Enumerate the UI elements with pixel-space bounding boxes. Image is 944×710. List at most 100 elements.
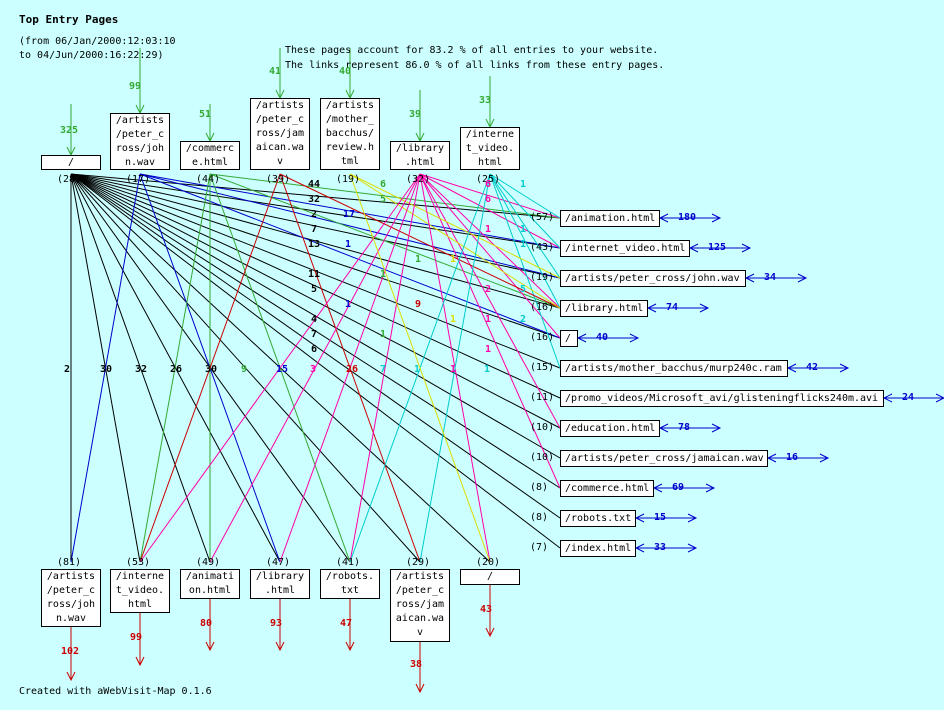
- right-page-box[interactable]: /animation.html: [560, 210, 660, 227]
- arrow-head: [744, 273, 755, 283]
- bottom-page-box[interactable]: /animati on.html: [180, 569, 240, 599]
- arrow-head: [711, 423, 722, 433]
- arrow-head: [711, 213, 722, 223]
- arrow-head: [415, 683, 425, 694]
- link-weight-label: 32: [308, 194, 321, 205]
- bottom-page-exits: 99: [130, 632, 143, 643]
- arrow-head: [882, 393, 893, 403]
- entry-page-box[interactable]: /interne t_video. html: [460, 127, 520, 170]
- entry-hit-count: (39): [266, 174, 291, 185]
- entry-page-box[interactable]: /: [41, 155, 101, 170]
- entry-count: 33: [479, 95, 492, 106]
- right-page-box[interactable]: /internet_video.html: [560, 240, 690, 257]
- right-page-box[interactable]: /education.html: [560, 420, 660, 437]
- link-weight-label: 1: [485, 314, 492, 325]
- bottom-page-box[interactable]: /interne t_video. html: [110, 569, 170, 613]
- entry-page-box[interactable]: /artists /peter_c ross/joh n.wav: [110, 113, 170, 170]
- bottom-page-exits: 38: [410, 659, 423, 670]
- arrow-head: [135, 656, 145, 667]
- entry-to-right-link: [70, 173, 561, 309]
- link-weight-label: 4: [311, 314, 318, 325]
- arrow-head: [634, 543, 645, 553]
- arrow-head: [699, 303, 710, 313]
- arrow-head: [839, 363, 850, 373]
- link-weight-label: 11: [308, 269, 321, 280]
- right-page-box[interactable]: /robots.txt: [560, 510, 636, 527]
- right-page-box[interactable]: /commerce.html: [560, 480, 654, 497]
- bottom-page-exits: 80: [200, 618, 213, 629]
- entry-count: 51: [199, 109, 212, 120]
- link-weight-label: 7: [311, 329, 318, 340]
- entry-to-bottom-link: [279, 173, 421, 563]
- link-weight-label: 6: [485, 194, 492, 205]
- right-page-box[interactable]: /library.html: [560, 300, 648, 317]
- link-weight-label: 15: [276, 364, 289, 375]
- link-weight-label: 1: [450, 314, 457, 325]
- entry-to-bottom-link: [349, 173, 491, 563]
- link-weight-label: 1: [485, 344, 492, 355]
- right-page-count: (10): [530, 452, 555, 463]
- link-weight-label: 1: [520, 224, 527, 235]
- link-weight-label: 26: [170, 364, 183, 375]
- entry-page-box[interactable]: /artists /mother_ bacchus/ review.h tml: [320, 98, 380, 170]
- entry-to-bottom-link: [139, 173, 281, 563]
- right-page-count: (15): [530, 362, 555, 373]
- right-page-box[interactable]: /artists/peter_cross/jamaican.wav: [560, 450, 768, 467]
- link-weight-label: 17: [343, 209, 356, 220]
- bottom-page-count: (20): [476, 557, 501, 568]
- entry-to-right-link: [70, 173, 561, 429]
- arrow-head: [741, 243, 752, 253]
- right-page-count: (43): [530, 242, 555, 253]
- entry-to-right-link: [279, 173, 561, 309]
- summary-entries: These pages account for 83.2 % of all en…: [285, 45, 659, 56]
- right-page-box[interactable]: /promo_videos/Microsoft_avi/glisteningfl…: [560, 390, 884, 407]
- right-page-exits: 74: [666, 302, 679, 313]
- link-weight-label: 13: [308, 239, 321, 250]
- entry-to-right-link: [70, 173, 561, 279]
- entry-hit-count: (32): [406, 174, 431, 185]
- bottom-page-box[interactable]: /library .html: [250, 569, 310, 599]
- entry-hit-count: (19): [336, 174, 361, 185]
- link-weight-label: 7: [380, 364, 387, 375]
- link-weight-label: 1: [485, 224, 492, 235]
- entry-page-box[interactable]: /commerc e.html: [180, 141, 240, 170]
- arrow-head: [576, 333, 587, 343]
- right-page-box[interactable]: /artists/peter_cross/john.wav: [560, 270, 746, 287]
- bottom-page-count: (41): [336, 557, 361, 568]
- arrow-head: [634, 513, 645, 523]
- bottom-page-box[interactable]: /: [460, 569, 520, 585]
- link-weight-label: 1: [345, 299, 352, 310]
- right-page-box[interactable]: /: [560, 330, 578, 347]
- right-page-exits: 42: [806, 362, 819, 373]
- link-weight-label: 1: [520, 239, 527, 250]
- right-page-exits: 40: [596, 332, 609, 343]
- entry-hit-count: (28): [57, 174, 82, 185]
- right-page-exits: 69: [672, 482, 685, 493]
- entry-to-right-link: [419, 173, 561, 429]
- entry-to-right-link: [349, 173, 561, 309]
- link-weight-label: 1: [380, 329, 387, 340]
- link-weight-label: 1: [380, 269, 387, 280]
- bottom-page-count: (49): [196, 557, 221, 568]
- entry-page-box[interactable]: /artists /peter_c ross/jam aican.wa v: [250, 98, 310, 170]
- link-weight-label: 5: [380, 194, 387, 205]
- bottom-page-box[interactable]: /robots. txt: [320, 569, 380, 599]
- right-page-box[interactable]: /artists/mother_bacchus/murp240c.ram: [560, 360, 788, 377]
- entry-to-right-link: [419, 173, 561, 309]
- entry-count: 99: [129, 81, 142, 92]
- link-weight-label: 1: [520, 179, 527, 190]
- link-weight-label: 6: [311, 344, 318, 355]
- right-page-count: (8): [530, 512, 549, 523]
- bottom-page-box[interactable]: /artists /peter_c ross/jam aican.wa v: [390, 569, 450, 642]
- arrow-head: [629, 333, 640, 343]
- entry-to-right-link: [70, 173, 561, 399]
- bottom-page-box[interactable]: /artists /peter_c ross/joh n.wav: [41, 569, 101, 627]
- arrow-head: [646, 303, 657, 313]
- link-weight-label: 2: [64, 364, 71, 375]
- link-weight-label: 7: [311, 224, 318, 235]
- entry-to-bottom-link: [209, 173, 421, 563]
- entry-page-box[interactable]: /library .html: [390, 141, 450, 170]
- link-weight-label: 1: [450, 254, 457, 265]
- entry-to-right-link: [349, 173, 561, 279]
- right-page-box[interactable]: /index.html: [560, 540, 636, 557]
